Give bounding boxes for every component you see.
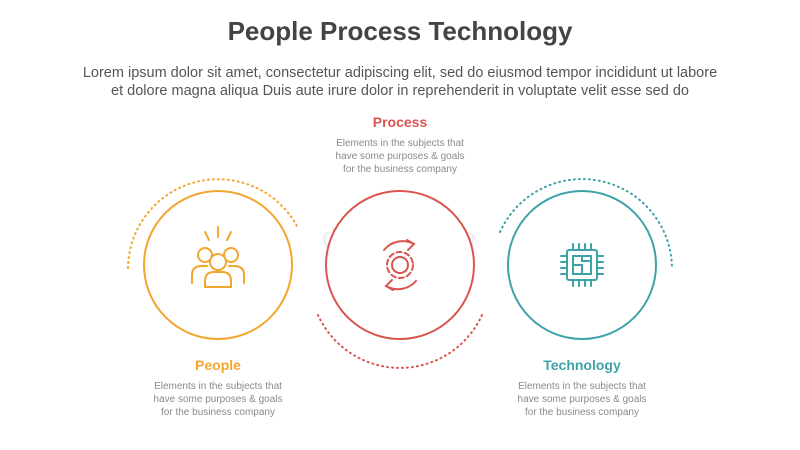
technology-desc-line-1: Elements in the subjects that (518, 381, 646, 392)
subtitle-line-2: et dolore magna aliqua Duis aute irure d… (111, 83, 689, 99)
process-description: Elements in the subjects that have some … (300, 137, 500, 176)
technology-dotted-arc (499, 178, 673, 269)
page-subtitle: Lorem ipsum dolor sit amet, consectetur … (30, 64, 770, 100)
people-description: Elements in the subjects that have some … (118, 380, 318, 419)
gear-cycle-icon (383, 239, 417, 291)
technology-description: Elements in the subjects that have some … (482, 380, 682, 419)
page-title: People Process Technology (227, 16, 573, 46)
process-desc-line-1: Elements in the subjects that (336, 138, 464, 149)
process-dotted-arc (317, 314, 483, 369)
subtitle-line-1: Lorem ipsum dolor sit amet, consectetur … (82, 65, 718, 81)
people-desc-line-1: Elements in the subjects that (154, 381, 282, 392)
chip-icon (560, 243, 604, 287)
process-circle (325, 190, 475, 340)
people-desc-line-2: have some purposes & goals (153, 394, 283, 405)
technology-desc-line-3: for the business company (525, 407, 639, 418)
process-desc-line-2: have some purposes & goals (335, 151, 465, 162)
technology-label: Technology (543, 357, 621, 373)
people-desc-line-3: for the business company (161, 407, 275, 418)
technology-desc-line-2: have some purposes & goals (517, 394, 647, 405)
people-dotted-arc (127, 178, 299, 269)
people-icon (191, 226, 245, 288)
process-label: Process (372, 114, 428, 130)
process-desc-line-3: for the business company (343, 164, 457, 175)
people-label: People (195, 357, 241, 373)
